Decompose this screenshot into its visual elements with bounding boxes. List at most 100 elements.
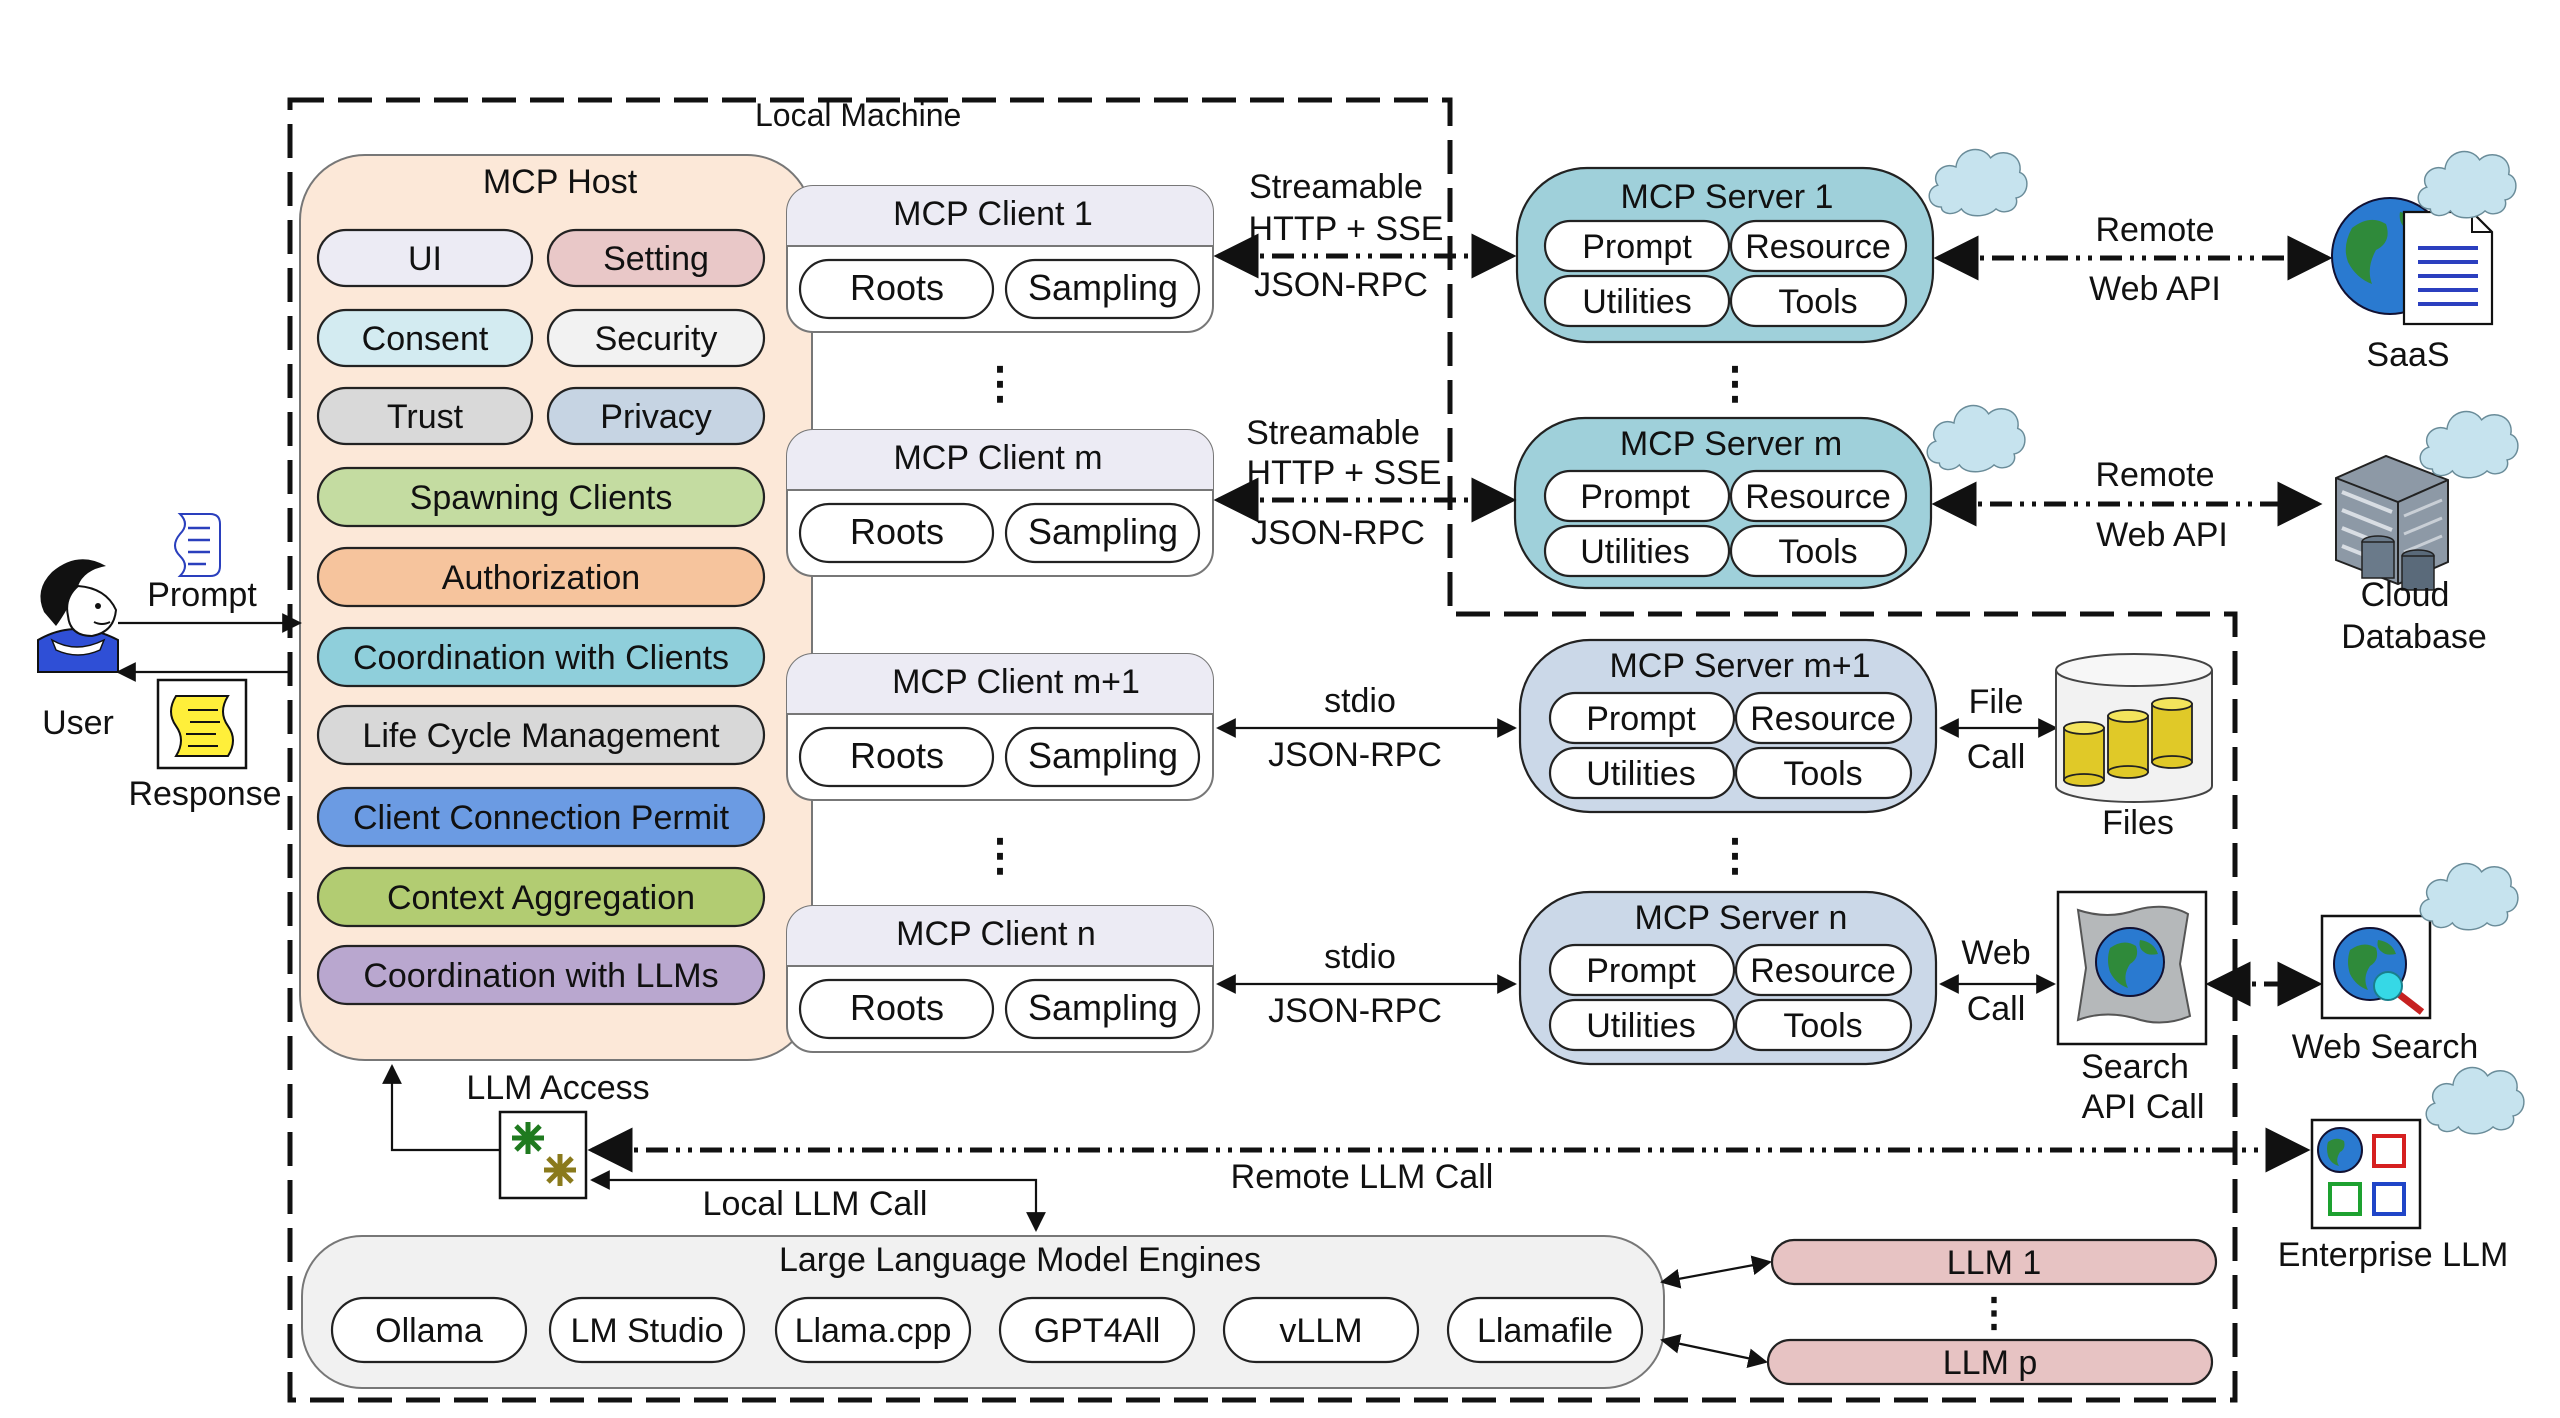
- web-search-globe-magnifier-icon: [2320, 914, 2432, 1020]
- server-m-tools: Tools: [1778, 533, 1857, 571]
- client-ellipsis-1: ⋮: [978, 359, 1022, 408]
- server-n-utilities: Utilities: [1586, 1007, 1696, 1045]
- mcp-server-1: MCP Server 1 Prompt Resource Utilities T…: [1515, 166, 1935, 344]
- transport-2-line2: HTTP + SSE: [1247, 454, 1442, 492]
- host-bar-coordination-llms: Coordination with LLMs: [363, 957, 718, 995]
- enterprise-llm-grid-icon: [2310, 1118, 2422, 1230]
- server-m-prompt: Prompt: [1580, 478, 1690, 516]
- web-call-line2: Call: [1967, 990, 2026, 1028]
- client-m1-roots: Roots: [850, 735, 944, 776]
- client-n-roots: Roots: [850, 987, 944, 1028]
- llm-engines: Large Language Model Engines Ollama LM S…: [301, 1235, 1665, 1389]
- mcp-client-1: MCP Client 1 Roots Sampling: [786, 185, 1214, 333]
- server-1-prompt: Prompt: [1582, 228, 1692, 266]
- cloud-icon: [2417, 150, 2517, 219]
- server-m-utilities: Utilities: [1580, 533, 1690, 571]
- server-ellipsis-1: ⋮: [1713, 359, 1757, 408]
- cloud-icon: [1928, 148, 2028, 217]
- local-machine-label: Local Machine: [755, 97, 961, 133]
- prompt-scroll-icon: [174, 513, 221, 577]
- engine-ollama: Ollama: [375, 1312, 483, 1350]
- client-m1-sampling: Sampling: [1028, 735, 1178, 776]
- server-m1-prompt: Prompt: [1586, 700, 1696, 738]
- mcp-server-m-title: MCP Server m: [1620, 425, 1842, 463]
- mcp-client-m-title: MCP Client m: [893, 439, 1102, 477]
- cloud-icon: [2425, 1066, 2525, 1135]
- mcp-host: MCP Host UI Setting Consent Security Tru…: [299, 154, 813, 1061]
- cloud-icon: [2419, 410, 2519, 479]
- mcp-server-m-plus-1: MCP Server m+1 Prompt Resource Utilities…: [1518, 638, 1938, 814]
- cloud-icon: [2419, 862, 2519, 931]
- search-map-globe-icon: [2056, 890, 2208, 1046]
- mcp-server-n-title: MCP Server n: [1635, 899, 1848, 937]
- engine-llamafile: Llamafile: [1477, 1312, 1613, 1350]
- host-bar-authorization: Authorization: [442, 559, 640, 597]
- prompt-label: Prompt: [147, 576, 257, 614]
- server-m1-tools: Tools: [1783, 755, 1862, 793]
- transport-1-line2: HTTP + SSE: [1249, 210, 1444, 248]
- response-label: Response: [128, 775, 281, 813]
- server-n-tools: Tools: [1783, 1007, 1862, 1045]
- llm-engines-title: Large Language Model Engines: [779, 1241, 1261, 1279]
- saas-globe-document-icon: [2331, 197, 2494, 326]
- llm-p-box: [1766, 1338, 2214, 1386]
- server-1-resource: Resource: [1745, 228, 1891, 266]
- server-n-prompt: Prompt: [1586, 952, 1696, 990]
- web-call-line1: Web: [1961, 934, 2030, 972]
- cloud-db-label-2: Database: [2341, 618, 2487, 656]
- mcp-server-1-title: MCP Server 1: [1621, 178, 1834, 216]
- server-1-utilities: Utilities: [1582, 283, 1692, 321]
- enterprise-llm-label: Enterprise LLM: [2278, 1236, 2509, 1274]
- engine-llama-cpp: Llama.cpp: [795, 1312, 952, 1350]
- host-bar-connection-permit: Client Connection Permit: [353, 799, 730, 837]
- transport-2-line3: JSON-RPC: [1251, 514, 1425, 552]
- mcp-client-1-title: MCP Client 1: [893, 195, 1093, 233]
- local-llm-call-label: Local LLM Call: [703, 1185, 928, 1223]
- files-cylinders-icon: [2055, 653, 2213, 803]
- engine-vllm: vLLM: [1279, 1312, 1362, 1350]
- mcp-client-m1-title: MCP Client m+1: [892, 663, 1140, 701]
- llm-ellipsis: ⋮: [1974, 1291, 2014, 1335]
- file-call-line1: File: [1969, 683, 2024, 721]
- server-m1-utilities: Utilities: [1586, 755, 1696, 793]
- llm-access-label: LLM Access: [466, 1069, 649, 1107]
- transport-4-line2: JSON-RPC: [1268, 992, 1442, 1030]
- server-m1-resource: Resource: [1750, 700, 1896, 738]
- server-ellipsis-2: ⋮: [1713, 831, 1757, 880]
- mcp-host-title: MCP Host: [483, 163, 638, 201]
- llm-1-label: LLM 1: [1947, 1244, 2042, 1282]
- server-n-resource: Resource: [1750, 952, 1896, 990]
- mcp-server-m1-title: MCP Server m+1: [1609, 647, 1870, 685]
- host-chip-ui: UI: [408, 240, 442, 278]
- engines-llm-p-arrow: [1660, 1334, 1768, 1368]
- remote-1-line1: Remote: [2095, 211, 2214, 249]
- host-bar-coordination-clients: Coordination with Clients: [353, 639, 729, 677]
- engine-lm-studio: LM Studio: [570, 1312, 723, 1350]
- host-chip-setting: Setting: [603, 240, 709, 278]
- client-m-roots: Roots: [850, 511, 944, 552]
- host-bar-spawning-clients: Spawning Clients: [410, 479, 673, 517]
- host-chip-security: Security: [595, 320, 718, 358]
- client-m-sampling: Sampling: [1028, 511, 1178, 552]
- search-api-label-2: API Call: [2082, 1088, 2205, 1126]
- saas-label: SaaS: [2366, 336, 2449, 374]
- transport-4-line1: stdio: [1324, 938, 1396, 976]
- mcp-client-m-plus-1: MCP Client m+1 Roots Sampling: [786, 653, 1214, 801]
- response-document-icon: [156, 678, 248, 770]
- engines-llm-1-arrow: [1660, 1255, 1772, 1289]
- engine-gpt4all: GPT4All: [1034, 1312, 1161, 1350]
- llm-access-icon: [498, 1110, 588, 1200]
- mcp-server-m: MCP Server m Prompt Resource Utilities T…: [1513, 416, 1933, 590]
- cloud-db-label-1: Cloud: [2361, 576, 2450, 614]
- local-llm-call-arrow: [590, 1170, 1046, 1232]
- mcp-client-n: MCP Client n Roots Sampling: [786, 905, 1214, 1053]
- client-ellipsis-2: ⋮: [978, 831, 1022, 880]
- server-m-resource: Resource: [1745, 478, 1891, 516]
- remote-1-line2: Web API: [2089, 270, 2221, 308]
- cloud-icon: [1926, 404, 2026, 473]
- remote-llm-call-label: Remote LLM Call: [1231, 1158, 1494, 1196]
- host-llm-access-arrow: [382, 1064, 500, 1152]
- llm-p-label: LLM p: [1943, 1344, 2038, 1382]
- cloud-database-server-icon: [2335, 454, 2449, 591]
